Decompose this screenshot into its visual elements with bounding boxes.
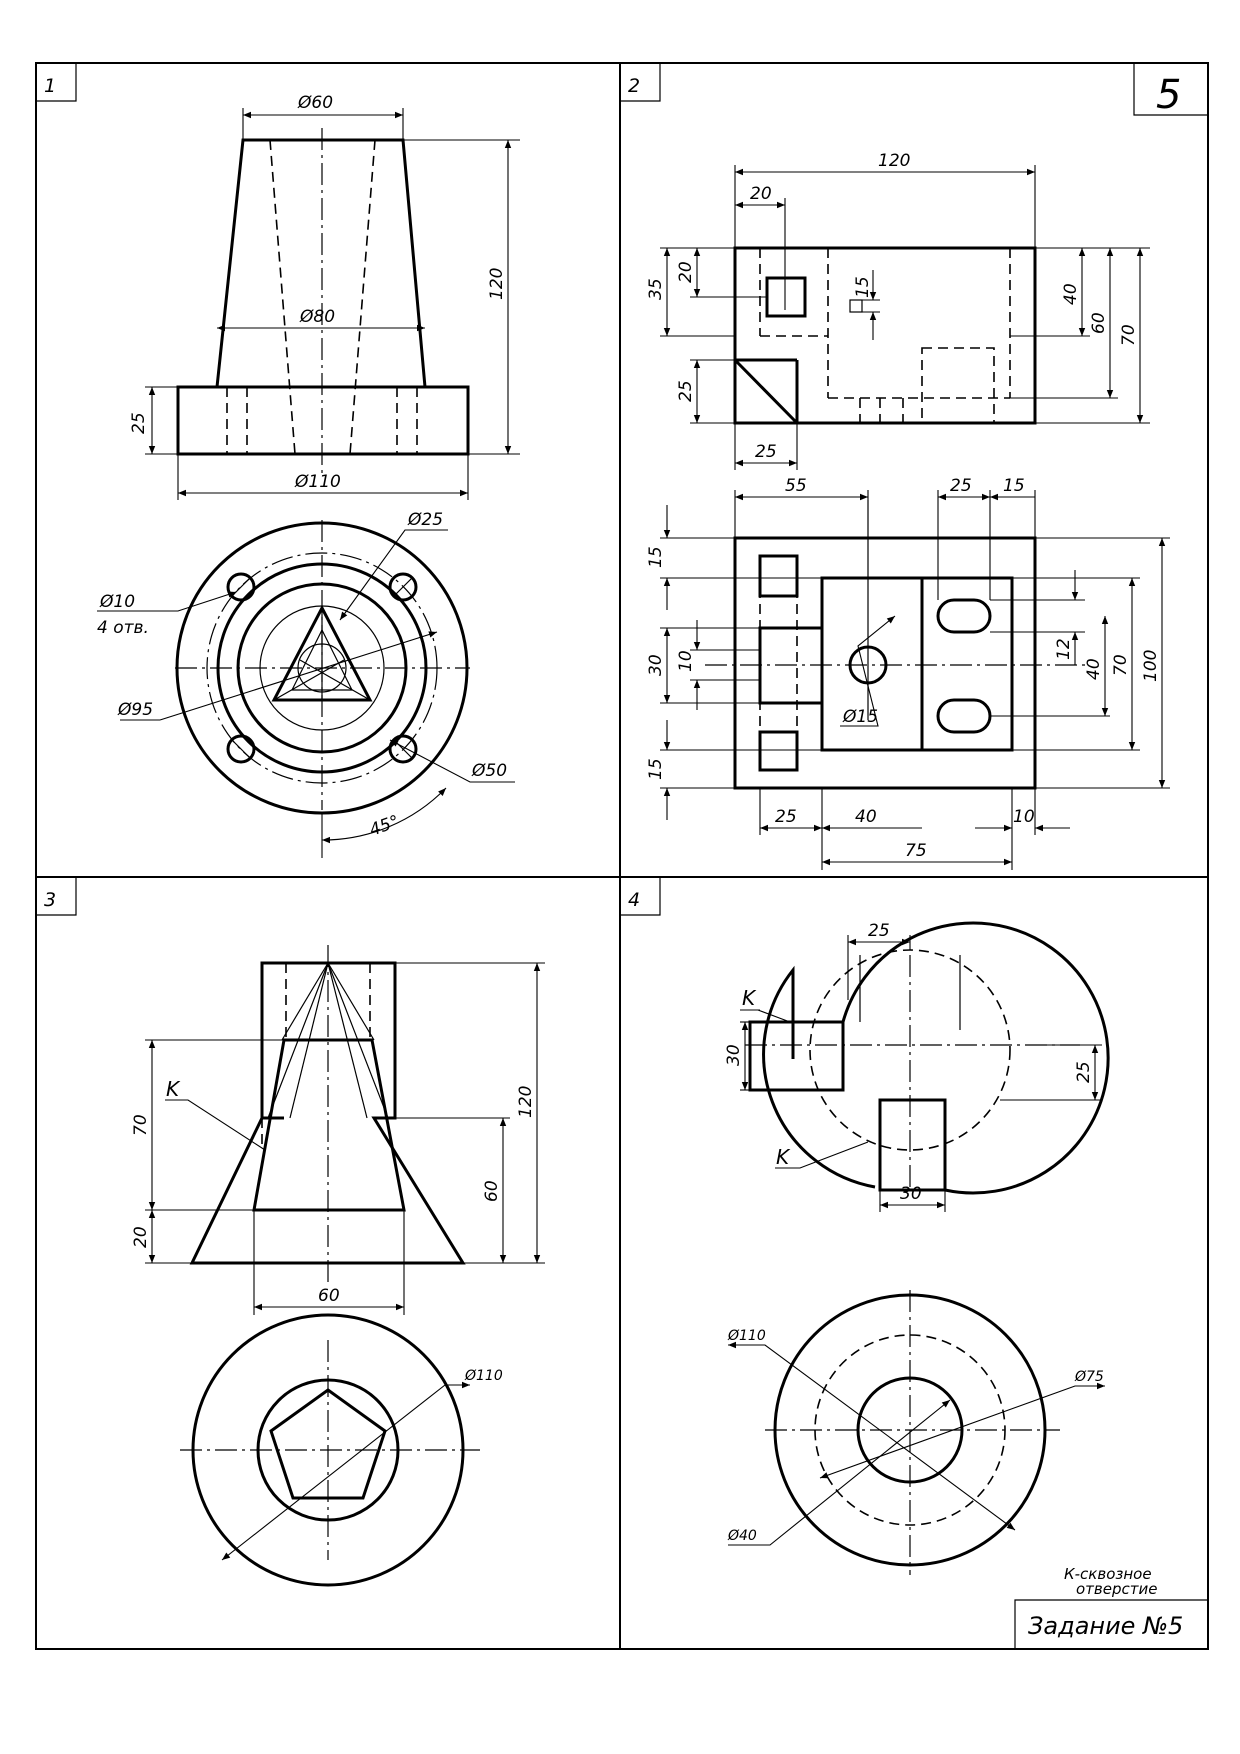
dim-15-bottom: 15	[646, 758, 666, 780]
label-k-bottom: K	[776, 1145, 791, 1169]
dim-20-top: 20	[750, 184, 772, 204]
dim-d95: Ø95	[117, 700, 153, 720]
dim-15: 15	[853, 276, 873, 298]
task-title-box: Задание №5	[1014, 1599, 1208, 1649]
panel-number-2: 2	[620, 63, 661, 102]
panel-2-top-view: 55 25 15 15 30 10 15 12 40	[646, 476, 1170, 870]
dim-25-b: 25	[775, 807, 797, 827]
dim-30-bottom-p4: 30	[900, 1184, 922, 1204]
panel-number-3: 3	[36, 877, 77, 916]
svg-text:Задание №5: Задание №5	[1028, 1612, 1183, 1640]
dim-20-side: 20	[676, 261, 696, 283]
dim-40-b: 40	[855, 807, 877, 827]
dim-10-b: 10	[1013, 807, 1035, 827]
panel-3-front-view: 120 70 60 20 60 K	[131, 945, 545, 1315]
dim-60-width: 60	[318, 1286, 340, 1306]
dim-25-slot: 25	[950, 476, 972, 496]
panel-4-front-view: 25 K 30 25 K 30	[724, 921, 1110, 1212]
dim-75: 75	[905, 841, 927, 861]
dim-25-p4: 25	[868, 921, 890, 941]
dim-120: 120	[878, 151, 910, 171]
dim-30-p4: 30	[724, 1044, 744, 1066]
dim-40: 40	[1061, 283, 1081, 305]
dim-d25: Ø25	[407, 510, 443, 530]
panel-number-4: 4	[620, 877, 661, 916]
dim-holes-count: 4 отв.	[97, 618, 149, 638]
dim-100: 100	[1141, 650, 1161, 682]
dim-120-p3: 120	[516, 1086, 536, 1118]
note-through-hole: К-сквозное отверстие	[1064, 1565, 1157, 1598]
label-k-p3: K	[166, 1077, 181, 1101]
sheet-frame	[35, 62, 1209, 1650]
dim-d110-p4: Ø110	[727, 1328, 766, 1344]
panel-number-1: 1	[36, 63, 77, 102]
dim-30: 30	[646, 654, 666, 676]
dim-25-bottom: 25	[755, 442, 777, 462]
dim-d75: Ø75	[1074, 1369, 1104, 1385]
svg-text:5: 5	[1156, 72, 1181, 118]
dim-d110: Ø110	[294, 472, 341, 492]
dim-25-side: 25	[676, 380, 696, 402]
dim-70-p3: 70	[131, 1114, 151, 1136]
dim-h120: 120	[487, 268, 507, 300]
dim-12: 12	[1054, 638, 1074, 660]
svg-text:2: 2	[628, 75, 640, 97]
dim-70: 70	[1119, 324, 1139, 346]
panel-1-front-view: Ø60 Ø80 Ø110 120 25	[129, 93, 520, 500]
svg-text:К-сквозное: К-сквозное	[1064, 1565, 1152, 1583]
panel-1-top-view: Ø10 4 отв. Ø25 Ø95 Ø50 45°	[97, 510, 515, 858]
dim-60-p3: 60	[482, 1180, 502, 1202]
dim-70-top: 70	[1111, 654, 1131, 676]
panel-4-top-view: Ø110 Ø75 Ø40	[727, 1290, 1105, 1575]
dim-d110-p3: Ø110	[464, 1368, 503, 1384]
dim-d10: Ø10	[99, 592, 135, 612]
dim-d80: Ø80	[299, 307, 335, 327]
panel-3-top-view: Ø110	[180, 1313, 503, 1587]
dim-10-side: 10	[676, 650, 696, 672]
dim-15-slot: 15	[1003, 476, 1025, 496]
dim-15-top: 15	[646, 546, 666, 568]
svg-text:4: 4	[628, 889, 640, 911]
dim-60: 60	[1089, 312, 1109, 334]
dim-d15: Ø15	[842, 707, 878, 727]
dim-h25: 25	[129, 412, 149, 434]
label-k-top: K	[742, 986, 757, 1010]
dim-40-slots: 40	[1084, 658, 1104, 680]
dim-d40: Ø40	[727, 1528, 757, 1544]
dim-35: 35	[646, 278, 666, 300]
dim-angle45: 45°	[367, 812, 402, 841]
dim-d50: Ø50	[471, 761, 507, 781]
variant-number-box: 5	[1133, 63, 1208, 118]
svg-text:1: 1	[44, 75, 56, 97]
panel-2-front-view: 120 20 35 20 15 40 60 70 25 25	[646, 151, 1150, 470]
dim-20-p3: 20	[131, 1226, 151, 1248]
dim-d60: Ø60	[297, 93, 333, 113]
dim-25-side-p4: 25	[1074, 1061, 1094, 1083]
dim-55: 55	[785, 476, 807, 496]
svg-text:3: 3	[44, 889, 56, 911]
svg-text:отверстие: отверстие	[1076, 1580, 1157, 1598]
